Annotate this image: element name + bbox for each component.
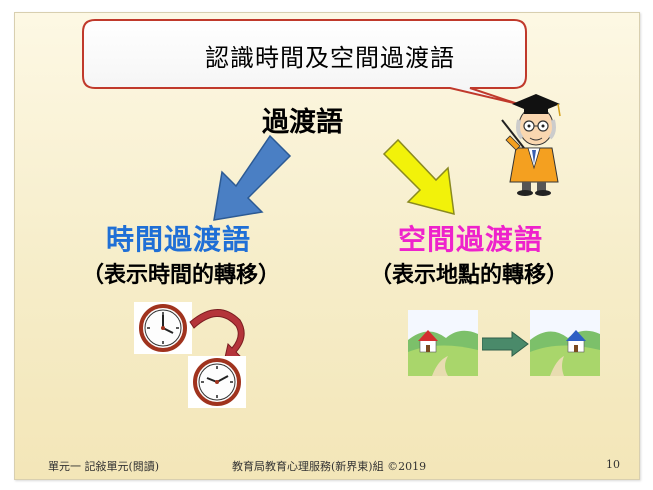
footer-unit: 單元一 記敍單元(閱讀) bbox=[48, 460, 160, 473]
clock-icon bbox=[188, 356, 246, 408]
house-landscape-icon bbox=[408, 310, 478, 376]
time-description: （表示時間的轉移） bbox=[82, 262, 281, 288]
small-arrow-icon bbox=[482, 331, 529, 357]
yellow-arrow-icon bbox=[382, 138, 455, 216]
clock-icon bbox=[134, 302, 192, 354]
space-description: （表示地點的轉移） bbox=[370, 262, 569, 288]
professor-icon bbox=[501, 94, 561, 196]
time-heading: 時間過渡語 bbox=[106, 223, 252, 256]
house-landscape-icon bbox=[530, 310, 600, 376]
slide-title: 認識時間及空間過渡語 bbox=[205, 44, 455, 72]
page-number: 10 bbox=[606, 458, 620, 471]
slide bbox=[14, 12, 640, 480]
subtitle: 過渡語 bbox=[262, 107, 343, 138]
blue-arrow-icon bbox=[213, 134, 292, 221]
footer-credit: 教育局教育心理服務(新界東)組 ©2019 bbox=[232, 460, 427, 473]
space-heading: 空間過渡語 bbox=[398, 223, 544, 256]
